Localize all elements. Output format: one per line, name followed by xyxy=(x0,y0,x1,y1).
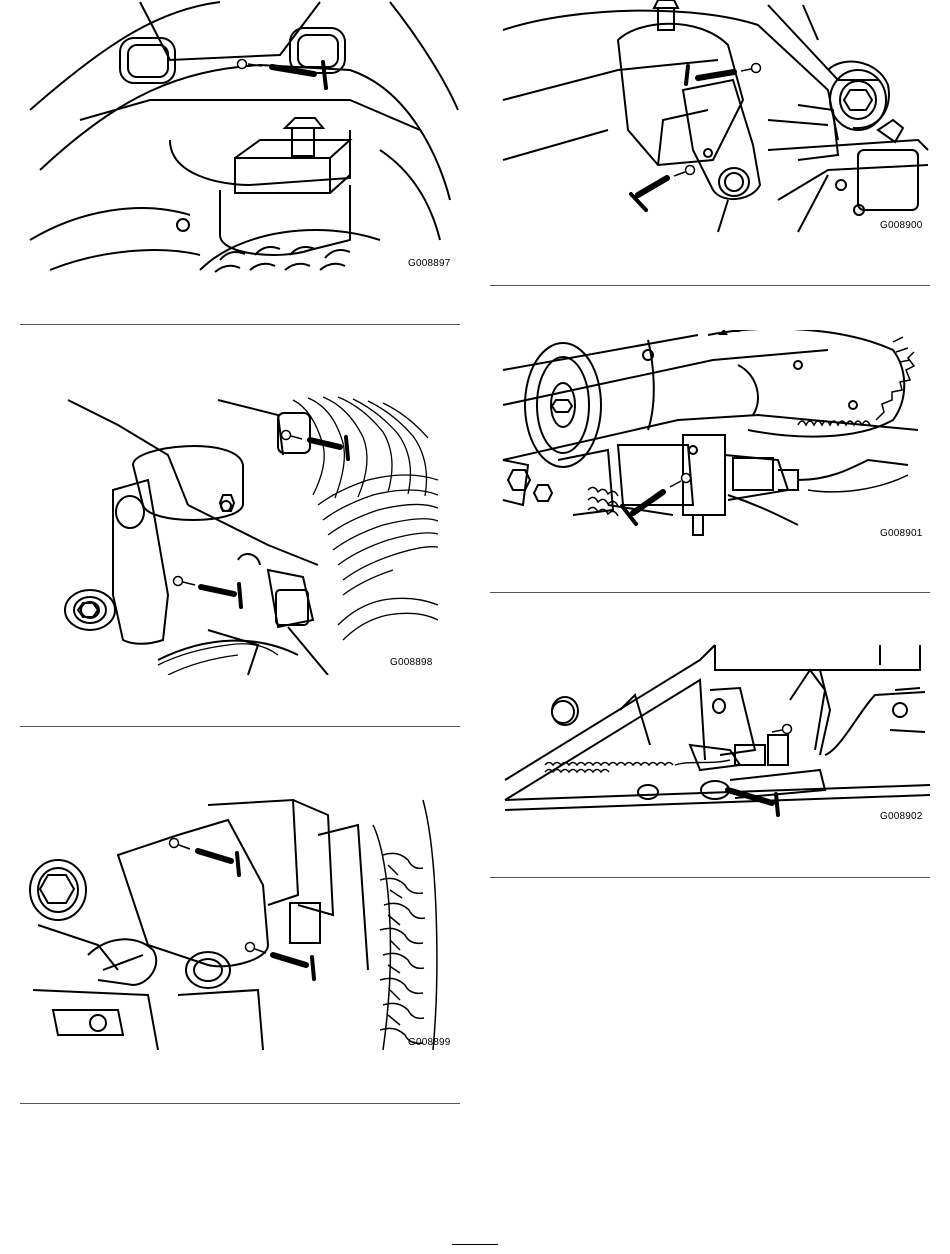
section-divider xyxy=(490,285,930,286)
figure-id-label: G008898 xyxy=(390,657,433,668)
section-divider xyxy=(20,726,460,727)
figure-id-label: G008901 xyxy=(880,528,923,539)
figure-grease-fitting-3: G008899 xyxy=(28,795,443,1050)
figure-grease-fitting-1: G008897 xyxy=(20,0,460,275)
section-divider xyxy=(20,324,460,325)
section-divider xyxy=(20,1103,460,1104)
illustration-pivot-bracket xyxy=(498,0,930,235)
illustration-spindle-tire xyxy=(28,795,443,1050)
figure-id-label: G008899 xyxy=(408,1037,451,1048)
figure-grease-fitting-6: G008902 xyxy=(500,640,930,825)
section-divider xyxy=(490,592,930,593)
figure-grease-fitting-2: G008898 xyxy=(38,395,438,675)
illustration-caster-pivot xyxy=(20,0,460,275)
figure-id-label: G008897 xyxy=(408,258,451,269)
illustration-frame-linkage xyxy=(500,640,930,825)
figure-grease-fitting-5: G008901 xyxy=(498,330,930,540)
illustration-drive-gear xyxy=(498,330,930,540)
illustration-pivot-arm-hoses xyxy=(38,395,438,675)
figure-id-label: G008902 xyxy=(880,811,923,822)
page-number-rule xyxy=(452,1244,498,1245)
figure-id-label: G008900 xyxy=(880,220,923,231)
figure-grease-fitting-4: G008900 xyxy=(498,0,930,235)
section-divider xyxy=(490,877,930,878)
